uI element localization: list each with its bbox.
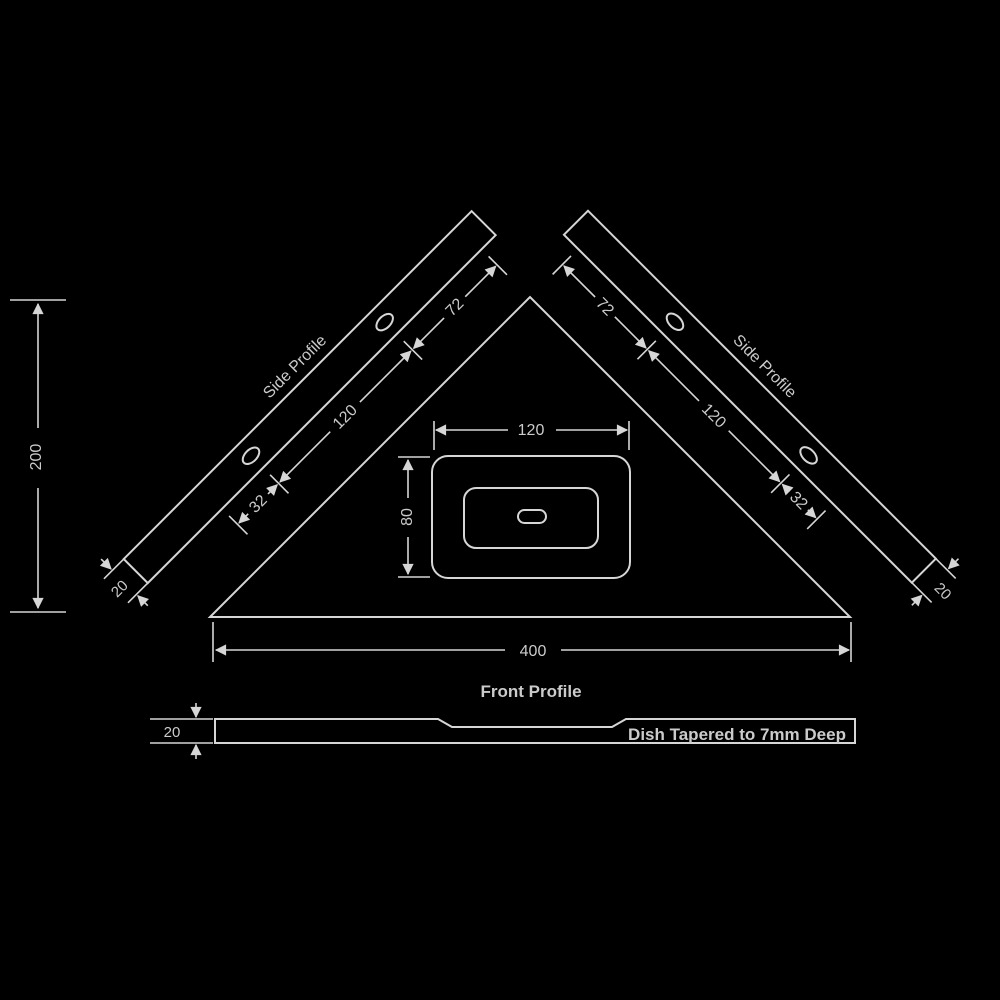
dish-taper-note: Dish Tapered to 7mm Deep xyxy=(628,725,846,744)
fixing-hole-left-2 xyxy=(375,312,394,332)
dim-dish-width-label: 120 xyxy=(518,422,545,439)
dim-front-thickness-label: 20 xyxy=(164,724,181,741)
side-profile-left: Side Profile 32 120 72 20 xyxy=(99,209,508,607)
dim-right-edge-bottom-label: 32 xyxy=(786,489,811,514)
dim-left-thickness-label: 20 xyxy=(108,577,132,601)
dim-overall-height-label: 200 xyxy=(28,444,45,471)
front-profile-outline xyxy=(214,718,856,744)
fixing-hole-right-1 xyxy=(665,312,685,331)
dimension-front-thickness: 20 xyxy=(150,703,213,759)
fixing-hole-right-2 xyxy=(799,446,818,465)
dim-right-edge-top-label: 72 xyxy=(592,295,617,320)
dimension-overall-width: 400 xyxy=(212,622,852,662)
dim-right-edge-mid-label: 120 xyxy=(698,401,729,432)
side-profile-left-strip xyxy=(122,209,498,585)
side-profile-left-label: Side Profile xyxy=(260,332,330,402)
dim-left-edge-top-label: 72 xyxy=(443,295,468,320)
dim-overall-width-label: 400 xyxy=(520,643,547,660)
dimension-dish-width: 120 xyxy=(433,421,630,450)
front-profile-view: Front Profile Dish Tapered to 7mm Deep 2… xyxy=(150,682,856,759)
dish-outer xyxy=(431,455,631,579)
dim-dish-depth-label: 80 xyxy=(399,508,416,526)
dish-inner xyxy=(463,487,599,549)
dim-left-edge-bottom-label: 32 xyxy=(246,492,271,517)
dish-slot xyxy=(517,509,547,524)
dish xyxy=(431,455,631,579)
front-profile-title: Front Profile xyxy=(480,682,581,701)
plan-triangle-outline xyxy=(207,295,853,618)
dimension-dish-depth: 80 xyxy=(398,456,430,578)
dimension-overall-height: 200 xyxy=(10,299,66,613)
side-profile-right: Side Profile 72 120 32 20 xyxy=(552,209,960,607)
dim-left-edge-mid-label: 120 xyxy=(330,402,361,433)
dim-right-thickness-label: 20 xyxy=(931,580,955,604)
side-profile-right-strip xyxy=(562,209,938,585)
fixing-hole-left-1 xyxy=(241,446,261,466)
side-profile-right-label: Side Profile xyxy=(729,332,799,402)
